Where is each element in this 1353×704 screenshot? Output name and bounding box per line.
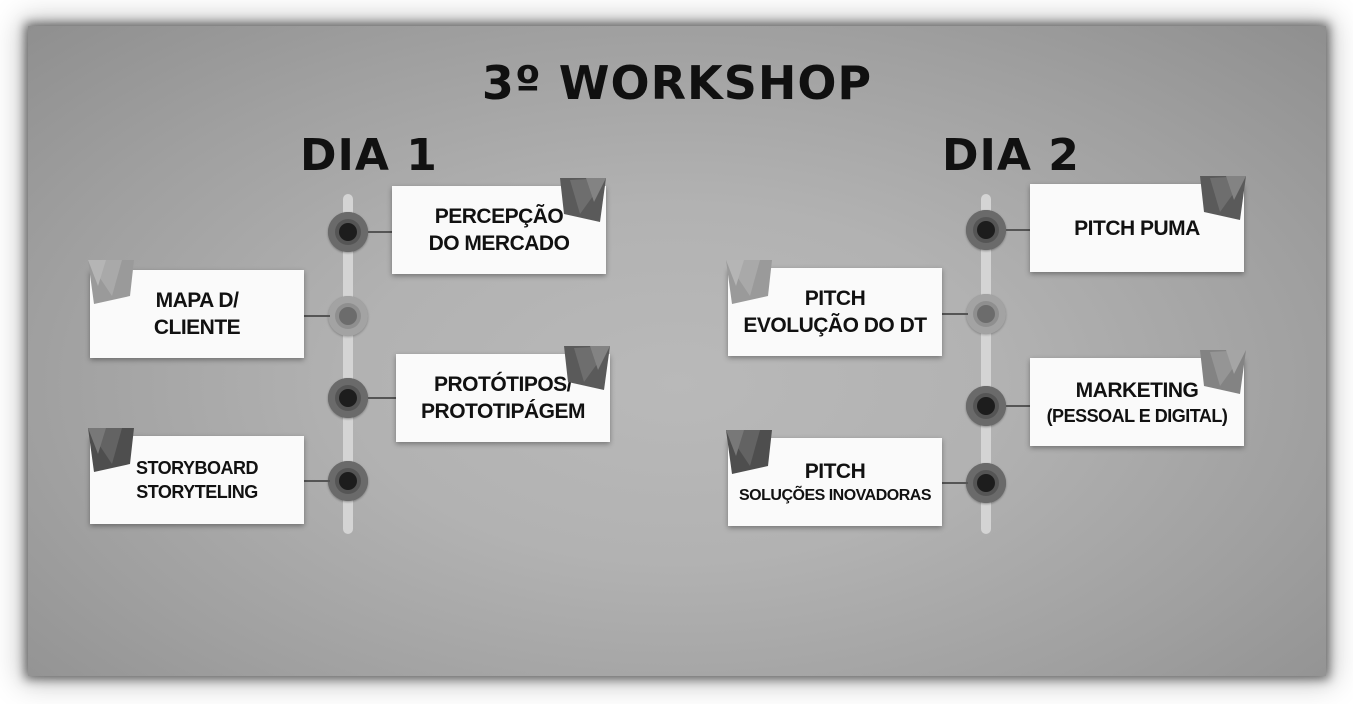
card-line-1: PITCH <box>804 459 866 483</box>
day-1-card-percepcao: PERCEPÇÃO DO MERCADO <box>392 186 606 274</box>
card-fold-corner-icon <box>1200 176 1246 220</box>
card-fold-corner-icon <box>560 178 606 222</box>
day-2-connector-2 <box>942 313 968 315</box>
day-1-card-storyboard: STORYBOARD STORYTELING <box>90 436 304 524</box>
day-2-connector-1 <box>1006 229 1032 231</box>
day-2-connector-4 <box>942 482 968 484</box>
card-line-2: STORYTELING <box>136 482 258 502</box>
day-1-connector-2 <box>304 315 330 317</box>
card-fold-corner-icon <box>88 260 134 304</box>
day-1-title: DIA 1 <box>300 130 438 181</box>
card-line-2: CLIENTE <box>153 316 241 339</box>
card-fold-corner-icon <box>564 346 610 390</box>
day-1-timeline-node-4 <box>328 461 368 501</box>
day-1-timeline-node-3 <box>328 378 368 418</box>
card-line-1: PITCH PUMA <box>1074 216 1200 240</box>
day-1-timeline-node-1 <box>328 212 368 252</box>
card-fold-corner-icon <box>726 260 772 304</box>
day-2-connector-3 <box>1006 405 1032 407</box>
card-line-2: EVOLUÇÃO DO DT <box>743 314 927 337</box>
card-line-2: SOLUÇÕES INOVADORAS <box>739 486 932 504</box>
day-2-timeline-node-2 <box>966 294 1006 334</box>
card-line-1: PROTÓTIPOS/ <box>433 373 573 396</box>
card-line-1: STORYBOARD <box>135 458 259 478</box>
day-2-timeline-node-3 <box>966 386 1006 426</box>
card-line-2: DO MERCADO <box>428 232 570 255</box>
day-1-timeline-track <box>343 194 353 534</box>
day-2-title: DIA 2 <box>942 130 1080 181</box>
card-line-2: PROTOTIPÁGEM <box>421 400 585 423</box>
day-1-timeline-node-2 <box>328 296 368 336</box>
workshop-title: 3º WORKSHOP <box>481 56 873 110</box>
day-1-connector-4 <box>304 480 330 482</box>
day-1-connector-3 <box>368 397 396 399</box>
card-line-1: PERCEPÇÃO <box>434 205 564 228</box>
card-line-1: MARKETING <box>1075 378 1199 402</box>
card-fold-corner-icon <box>726 430 772 474</box>
card-line-1: PITCH <box>804 287 866 310</box>
slide-background: 3º WORKSHOP DIA 1 PERCEPÇÃO DO MERCADO M… <box>28 26 1326 676</box>
card-fold-corner-icon <box>88 428 134 472</box>
day-1-connector-1 <box>368 231 396 233</box>
day-2-timeline-node-1 <box>966 210 1006 250</box>
card-fold-corner-icon <box>1200 350 1246 394</box>
card-line-2: (PESSOAL E DIGITAL) <box>1046 405 1228 426</box>
day-2-timeline-track <box>981 194 991 534</box>
day-2-timeline-node-4 <box>966 463 1006 503</box>
card-line-1: MAPA D/ <box>155 289 239 312</box>
